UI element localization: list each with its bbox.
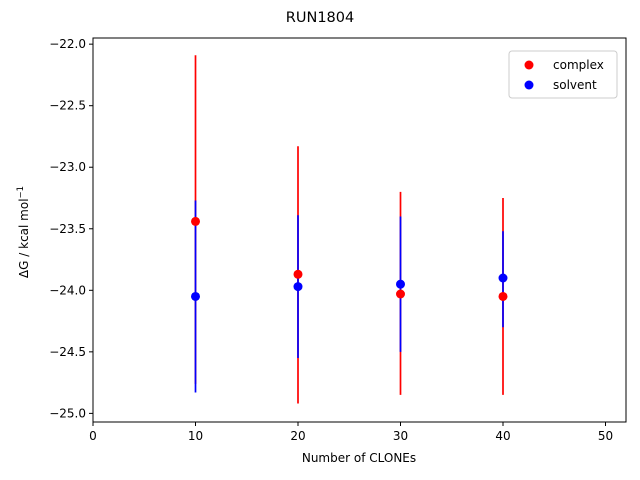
legend: complex solvent bbox=[508, 50, 618, 99]
x-tick-label: 0 bbox=[89, 429, 97, 443]
legend-label-complex: complex bbox=[553, 58, 604, 72]
y-axis-label-superscript: −1 bbox=[16, 186, 26, 199]
plot-area bbox=[93, 38, 626, 422]
x-tick-label: 20 bbox=[290, 429, 305, 443]
y-axis-label: ΔG / kcal mol−1 bbox=[16, 186, 31, 278]
legend-marker-solvent bbox=[524, 80, 534, 90]
y-tick-label: −25.0 bbox=[49, 406, 86, 420]
y-axis-label-main: ΔG / kcal mol bbox=[17, 198, 31, 278]
point-complex bbox=[396, 289, 405, 299]
data-points bbox=[191, 216, 508, 301]
x-axis-label: Number of CLONEs bbox=[302, 451, 416, 465]
point-solvent bbox=[498, 273, 508, 283]
point-solvent bbox=[191, 291, 200, 301]
point-complex bbox=[498, 291, 508, 301]
legend-label-solvent: solvent bbox=[553, 78, 597, 92]
point-complex bbox=[191, 216, 200, 226]
y-tick-label: −23.0 bbox=[49, 160, 86, 174]
x-tick-label: 50 bbox=[598, 429, 613, 443]
y-axis-ticks: −22.0 −22.5 −23.0 −23.5 −24.0 −24.5 −25.0 bbox=[49, 37, 93, 420]
y-tick-label: −22.0 bbox=[49, 37, 86, 51]
x-axis-ticks: 0 10 20 30 40 50 bbox=[89, 422, 613, 443]
point-solvent bbox=[396, 279, 405, 289]
x-tick-label: 40 bbox=[495, 429, 510, 443]
x-tick-label: 10 bbox=[188, 429, 203, 443]
legend-marker-complex bbox=[524, 60, 534, 70]
x-tick-label: 30 bbox=[393, 429, 408, 443]
y-tick-label: −24.5 bbox=[49, 345, 86, 359]
y-tick-label: −22.5 bbox=[49, 99, 86, 113]
y-tick-label: −23.5 bbox=[49, 222, 86, 236]
chart-title: RUN1804 bbox=[286, 10, 354, 26]
legend-box bbox=[508, 50, 618, 99]
y-tick-label: −24.0 bbox=[49, 283, 86, 297]
plot-frame bbox=[92, 37, 627, 423]
point-solvent bbox=[293, 282, 303, 292]
point-complex bbox=[293, 269, 303, 279]
